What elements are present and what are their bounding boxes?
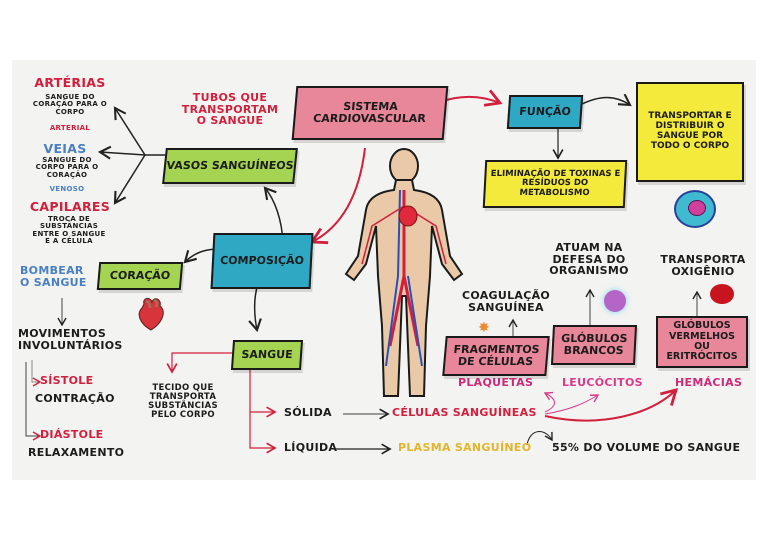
diastole-desc: RELAXAMENTO <box>28 446 125 459</box>
coracao-function: BOMBEAR O SANGUE <box>20 264 87 289</box>
platelet-icon: ✸ <box>478 320 490 336</box>
coracao-movements: MOVIMENTOS INVOLUNTÁRIOS <box>18 327 123 352</box>
sistole-label: SÍSTOLE <box>40 374 94 387</box>
arterias-tag: ARTERIAL <box>49 124 91 132</box>
veias-desc: SANGUE DO CORPO PARA O CORAÇÃO <box>35 156 99 179</box>
red-blood-cell-icon <box>710 284 734 304</box>
diastole-label: DIÁSTOLE <box>40 428 104 441</box>
cell-icon <box>674 190 716 228</box>
veias-tag: VENOSO <box>49 185 85 193</box>
plaquetas-box[interactable]: FRAGMENTOS DE CÉLULAS <box>442 336 550 376</box>
celulas-sanguineas-label: CÉLULAS SANGUÍNEAS <box>392 406 537 419</box>
human-body-circulatory-icon <box>338 146 470 406</box>
vasos-note: TUBOS QUE TRANSPORTAM O SANGUE <box>181 91 279 128</box>
sangue-node[interactable]: SANGUE <box>230 340 304 370</box>
plasma-sanguineo-label: PLASMA SANGUÍNEO <box>398 441 532 454</box>
sangue-desc: TECIDO QUE TRANSPORTA SUBSTÂNCIAS PELO C… <box>148 383 218 420</box>
plasma-volume-note: 55% DO VOLUME DO SANGUE <box>552 441 741 454</box>
capilares-label: CAPILARES <box>29 199 111 214</box>
white-blood-cell-icon <box>604 290 626 312</box>
sistole-desc: CONTRAÇÃO <box>35 392 115 405</box>
arterias-label: ARTÉRIAS <box>34 75 106 90</box>
leucocitos-role: ATUAM NA DEFESA DO ORGANISMO <box>549 241 629 278</box>
plaquetas-role: COAGULAÇÃO SANGUÍNEA <box>461 289 551 314</box>
funcao-node[interactable]: FUNÇÃO <box>506 95 584 129</box>
sistema-cardiovascular-node[interactable]: SISTEMA CARDIOVASCULAR <box>291 86 449 140</box>
plaquetas-label: PLAQUETAS <box>458 376 534 389</box>
veias-label: VEIAS <box>43 141 87 156</box>
vasos-sanguineos-node[interactable]: VASOS SANGUÍNEOS <box>162 148 298 184</box>
solida-label: SÓLIDA <box>284 406 332 419</box>
capilares-desc: TROCA DE SUBSTÂNCIAS ENTRE O SANGUE E A … <box>32 215 106 246</box>
arterias-desc: SANGUE DO CORAÇÃO PARA O CORPO <box>32 93 108 116</box>
hemacias-box[interactable]: GLÓBULOS VERMELHOS OU ERITRÓCITOS <box>656 316 748 368</box>
hemacias-role: TRANSPORTA OXIGÊNIO <box>660 253 746 278</box>
hemacias-label: HEMÁCIAS <box>675 376 743 389</box>
leucocitos-box[interactable]: GLÓBULOS BRANCOS <box>550 325 638 365</box>
coracao-node[interactable]: CORAÇÃO <box>96 262 184 290</box>
funcao-transportar-note[interactable]: TRANSPORTAR E DISTRIBUIR O SANGUE POR TO… <box>636 82 744 182</box>
funcao-eliminacao-note[interactable]: ELIMINAÇÃO DE TOXINAS E RESÍDUOS DO META… <box>482 160 628 208</box>
liquida-label: LÍQUIDA <box>284 441 338 454</box>
composicao-node[interactable]: COMPOSIÇÃO <box>210 233 314 289</box>
heart-icon <box>136 296 166 332</box>
leucocitos-label: LEUCÓCITOS <box>562 376 643 389</box>
